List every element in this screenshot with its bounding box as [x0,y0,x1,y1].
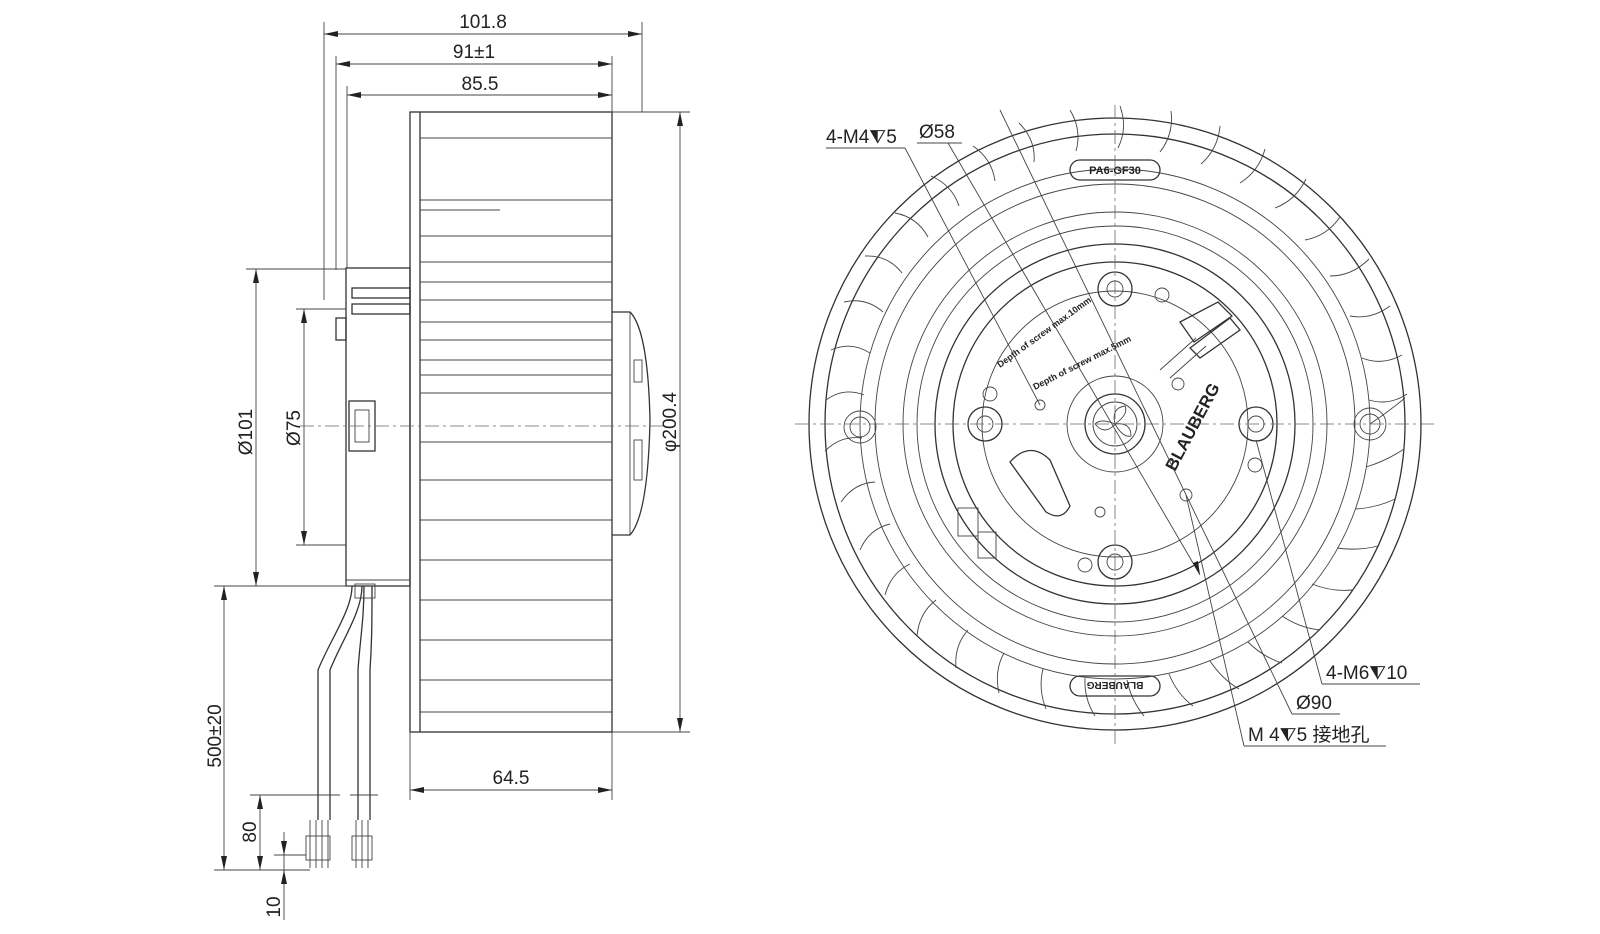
brand-hub-text: BLAUBERG [1162,380,1224,474]
front-view: PA6-GF30 BLAUBERG [795,105,1435,747]
m4-ground-hole [1179,488,1193,502]
callout-dia-58-text: Ø58 [919,122,955,143]
dim-wheel-width: 85.5 [346,74,612,268]
callout-m6-holes: 4-M6⧨10 [1255,439,1420,685]
dim-motor-diameter-label: Ø101 [236,409,257,455]
dim-strip-length: 80 [240,794,306,870]
callout-m6-holes-text: 4-M6⧨10 [1326,663,1407,684]
mount-hole-bottom [1097,544,1133,580]
dim-strip-length-label: 80 [240,821,261,842]
balance-mark-left [843,410,877,444]
dim-flange-width-label: 91±1 [453,42,495,63]
dim-blade-width-label: 64.5 [493,768,530,789]
callout-m4-holes: 4-M4⧨5 [826,127,1041,406]
blades [824,105,1408,717]
lead-wires [305,583,378,868]
callout-dia-90-text: Ø90 [1296,693,1332,714]
fan-logo-icon [1094,405,1132,437]
callout-ground-hole: M 4⧨5 接地孔 [1185,494,1386,747]
dim-overall-width: 101.8 [323,12,643,300]
dim-overall-width-label: 101.8 [459,12,507,33]
dim-tinned-length: 10 [264,832,306,920]
dim-tinned-length-label: 10 [264,896,285,917]
callout-ground-hole-text: M 4⧨5 接地孔 [1248,724,1369,746]
side-view: 101.8 91±1 85.5 [205,12,690,920]
dim-outer-diameter: φ200.4 [612,111,690,733]
callout-dia-58: Ø58 [917,122,1201,576]
impeller-side [409,111,651,733]
dim-outer-diameter-label: φ200.4 [660,392,681,452]
m4-hole-1 [1034,399,1046,411]
screw-depth-5-text: Depth of screw max.5mm [1031,334,1132,392]
dim-wheel-width-label: 85.5 [462,74,499,95]
dim-flange-diameter: Ø75 [284,308,346,546]
motor-flange [335,267,411,587]
dim-cable-length-label: 500±20 [205,704,226,767]
m4-hole-2 [1094,506,1106,518]
dim-motor-diameter: Ø101 [236,268,346,587]
material-text: PA6-GF30 [1089,165,1141,177]
callout-dia-90: Ø90 [999,109,1340,715]
connector-block [957,449,1071,559]
dim-blade-width: 64.5 [409,732,613,800]
dim-flange-diameter-label: Ø75 [284,410,305,446]
dim-flange-width: 91±1 [335,42,613,270]
dim-cable-length: 500±20 [205,585,352,871]
callout-m4-holes-text: 4-M4⧨5 [826,127,897,148]
cable-exit [1159,301,1241,391]
